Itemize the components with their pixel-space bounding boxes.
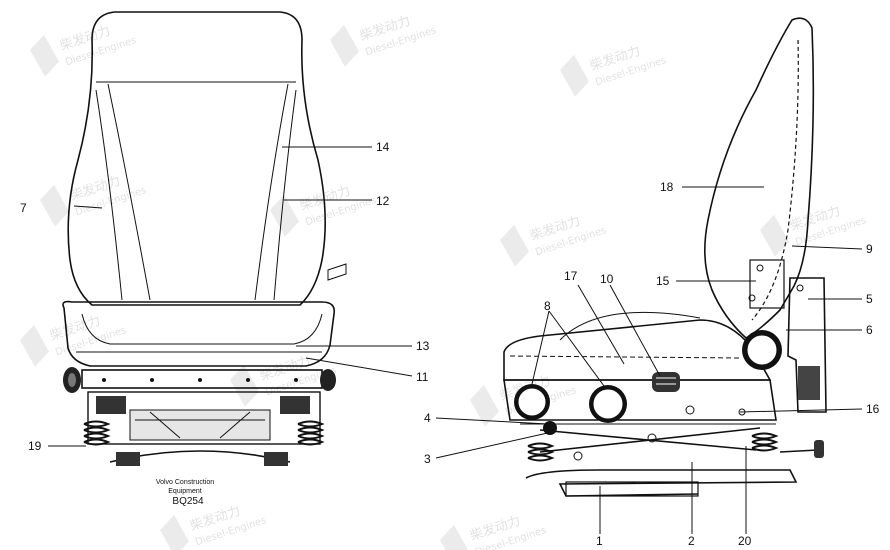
suspension-mechanism [87,391,321,445]
watermark: 柴发动力 Diesel-Engines [330,13,438,67]
callout-13: 13 [416,339,430,353]
side-spring-left [527,442,555,462]
callout-6: 6 [866,323,873,337]
callout-16: 16 [866,402,880,416]
adjust-knob-icon [589,385,627,423]
side-spring-right [751,432,779,452]
spring-right [297,420,325,446]
watermark: 柴发动力 Diesel-Engines [440,513,548,550]
callout-9: 9 [866,242,873,256]
side-seat-cushion [503,319,772,381]
side-backrest [704,17,815,339]
caption-line-1: Volvo Construction [156,479,214,486]
rear-panel [787,277,827,413]
callout-12: 12 [376,194,390,208]
scissor-suspension [520,421,776,461]
watermark: 柴发动力 Diesel-Engines [760,203,868,257]
callout-20: 20 [738,534,752,548]
callout-11: 11 [416,370,429,384]
front-view-seat [62,11,347,466]
lever-icon [652,372,680,392]
callout-5: 5 [866,292,873,306]
watermark: 柴发动力 Diesel-Engines [270,183,378,237]
side-seat-frame [503,379,777,421]
caption-code: BQ254 [172,496,204,507]
callout-18: 18 [660,180,674,194]
callout-8: 8 [544,299,551,313]
backrest-outline [67,11,326,306]
callout-2: 2 [688,534,695,548]
callout-labels: 7 14 12 13 11 19 18 9 15 5 6 17 10 8 16 … [20,140,880,548]
caption: Volvo Construction Equipment BQ254 [156,479,214,507]
watermark: 柴发动力 Diesel-Engines [30,23,138,77]
leader-lines [48,146,863,534]
callout-15: 15 [656,274,670,288]
callout-19: 19 [28,439,42,453]
callout-14: 14 [376,140,390,154]
adjust-knob-icon [514,384,550,420]
watermark: 柴发动力 Diesel-Engines [560,43,668,97]
watermark: 柴发动力 Diesel-Engines [40,173,148,227]
callout-17: 17 [564,269,578,283]
seat-cushion [62,300,336,367]
watermark: 柴发动力 Diesel-Engines [20,313,128,367]
callout-3: 3 [424,452,431,466]
callout-1: 1 [596,534,603,548]
backrest-center-panel [107,83,151,301]
caption-line-2: Equipment [168,488,202,495]
slide-rail [525,469,798,497]
callout-10: 10 [600,272,614,286]
knob-icon [63,367,81,393]
callout-4: 4 [424,411,431,425]
bracket-plate [749,259,785,309]
side-view-seat [503,17,827,497]
knob-icon [320,369,336,391]
callout-7: 7 [20,201,27,215]
watermark: 柴发动力 Diesel-Engines [500,213,608,267]
spring-left [83,420,111,446]
recline-knob-icon [742,330,782,370]
